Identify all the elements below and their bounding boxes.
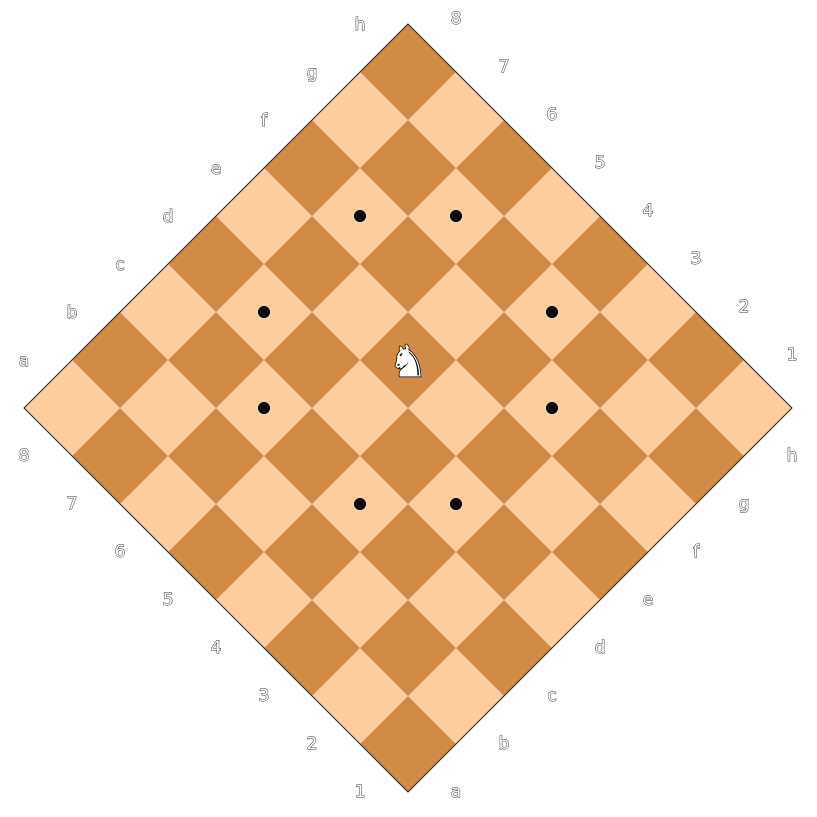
file-label-h-top: h — [355, 15, 366, 35]
pieces: ♞ — [388, 336, 429, 389]
move-dot-g4[interactable] — [258, 306, 270, 318]
file-label-f-bottom: f — [693, 542, 700, 562]
rank-label-2-left: 2 — [307, 734, 318, 754]
file-label-b-bottom: b — [499, 734, 510, 754]
white-knight-icon[interactable]: ♞ — [388, 336, 429, 389]
rank-label-8-right: 8 — [451, 9, 462, 29]
board-border — [23, 23, 793, 793]
rank-label-6-right: 6 — [547, 105, 558, 125]
file-label-e-top: e — [211, 159, 221, 179]
rank-label-3-left: 3 — [259, 686, 270, 706]
rank-label-8-left: 8 — [19, 446, 30, 466]
rank-label-4-right: 4 — [643, 201, 654, 221]
move-markers — [258, 210, 558, 510]
file-label-h-bottom: h — [787, 446, 798, 466]
file-label-b-top: b — [67, 303, 78, 323]
rank-label-1-right: 1 — [787, 345, 798, 365]
file-label-d-bottom: d — [595, 638, 606, 658]
file-label-c-top: c — [115, 255, 124, 275]
rank-label-7-right: 7 — [499, 57, 510, 77]
file-label-d-top: d — [163, 207, 174, 227]
move-dot-f7[interactable] — [450, 210, 462, 222]
board-squares — [24, 24, 792, 792]
file-label-g-top: g — [307, 63, 318, 83]
file-label-a-bottom: a — [451, 782, 461, 802]
move-dot-c4[interactable] — [450, 498, 462, 510]
move-dot-c6[interactable] — [546, 402, 558, 414]
file-label-g-bottom: g — [739, 494, 750, 514]
file-label-f-top: f — [261, 111, 268, 131]
rank-label-7-left: 7 — [67, 494, 78, 514]
file-label-e-bottom: e — [643, 590, 653, 610]
rank-label-6-left: 6 — [115, 542, 126, 562]
move-dot-f3[interactable] — [258, 402, 270, 414]
rank-label-5-left: 5 — [163, 590, 174, 610]
move-dot-d7[interactable] — [546, 306, 558, 318]
rank-label-2-right: 2 — [739, 297, 750, 317]
rank-label-4-left: 4 — [211, 638, 222, 658]
file-label-c-bottom: c — [547, 686, 556, 706]
rank-label-3-right: 3 — [691, 249, 702, 269]
rank-label-5-right: 5 — [595, 153, 606, 173]
move-dot-d3[interactable] — [354, 498, 366, 510]
rank-label-1-left: 1 — [355, 782, 366, 802]
board-coordinates: a b c d e f g h 8 7 6 5 4 3 2 1 8 7 6 5 4 3 2 1 a b c d e f g h — [18, 9, 798, 803]
file-label-a-top: a — [19, 351, 29, 371]
move-dot-g6[interactable] — [354, 210, 366, 222]
